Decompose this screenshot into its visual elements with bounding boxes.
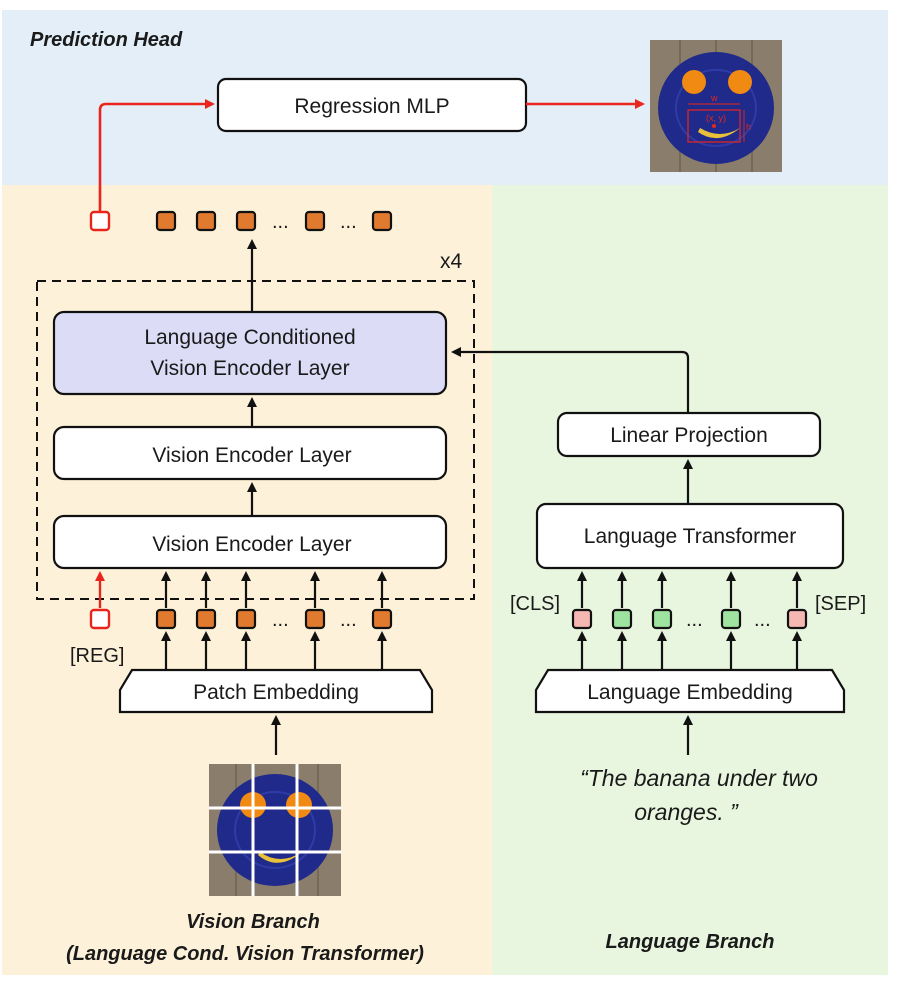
linear-projection-box bbox=[556, 411, 822, 458]
output-token bbox=[235, 210, 257, 232]
cls-token bbox=[571, 608, 593, 630]
query-text-line2: oranges. ” bbox=[634, 799, 739, 825]
language-branch-title: Language Branch bbox=[606, 931, 775, 953]
bbox-xy-label: (x, y) bbox=[706, 113, 726, 123]
prediction-head-title: Prediction Head bbox=[30, 29, 183, 51]
patch-token bbox=[155, 608, 177, 630]
patch-token bbox=[235, 608, 257, 630]
query-text-line1: “The banana under two bbox=[580, 765, 818, 791]
sep-token bbox=[786, 608, 808, 630]
language-transformer-label: Language Transformer bbox=[584, 525, 796, 548]
language-conditioned-layer-label-1: Language Conditioned bbox=[144, 326, 355, 349]
repeat-label: x4 bbox=[440, 250, 463, 273]
patch-token bbox=[304, 608, 326, 630]
patch-embedding-label: Patch Embedding bbox=[193, 681, 359, 704]
output-ellipsis: ... bbox=[340, 211, 357, 233]
word-token bbox=[611, 608, 633, 630]
patch-token bbox=[371, 608, 393, 630]
patch-ellipsis: ... bbox=[340, 609, 357, 631]
output-token bbox=[195, 210, 217, 232]
patch-token bbox=[195, 608, 217, 630]
word-token bbox=[720, 608, 742, 630]
output-image bbox=[650, 40, 782, 172]
word-token bbox=[651, 608, 673, 630]
sep-token-label: [SEP] bbox=[815, 593, 866, 615]
lang-ellipsis: ... bbox=[686, 609, 703, 631]
vision-branch-title-line2: (Language Cond. Vision Transformer) bbox=[66, 943, 424, 965]
repeat-block-outline bbox=[36, 280, 475, 600]
reg-input-token bbox=[89, 608, 111, 630]
patch-ellipsis: ... bbox=[272, 609, 289, 631]
vision-branch-title-line1: Vision Branch bbox=[186, 911, 320, 933]
language-embedding-label: Language Embedding bbox=[587, 681, 793, 704]
language-conditioned-layer-label-2: Vision Encoder Layer bbox=[150, 357, 349, 380]
input-image bbox=[209, 764, 341, 896]
regression-mlp-label: Regression MLP bbox=[294, 95, 449, 118]
language-conditioned-layer-box bbox=[52, 310, 448, 396]
output-token bbox=[155, 210, 177, 232]
language-branch-panel bbox=[492, 185, 888, 975]
language-transformer-box bbox=[535, 502, 845, 570]
cls-token-label: [CLS] bbox=[510, 593, 560, 615]
language-embedding-box bbox=[534, 668, 846, 714]
output-token bbox=[304, 210, 326, 232]
vision-encoder-layer-lower-label: Vision Encoder Layer bbox=[152, 533, 351, 556]
patch-embedding-box bbox=[118, 668, 434, 714]
vision-encoder-layer-upper-label: Vision Encoder Layer bbox=[152, 444, 351, 467]
bbox-h-label: h bbox=[746, 122, 751, 132]
reg-to-mlp-arrow bbox=[98, 99, 215, 212]
vision-encoder-layer-lower-box bbox=[52, 514, 448, 570]
reg-token-label: [REG] bbox=[70, 645, 124, 667]
lang-ellipsis: ... bbox=[754, 609, 771, 631]
bbox-w-label: w bbox=[710, 93, 718, 103]
output-ellipsis: ... bbox=[272, 211, 289, 233]
projection-to-lc-arrow bbox=[451, 347, 690, 413]
output-token bbox=[371, 210, 393, 232]
vision-encoder-layer-upper-box bbox=[52, 425, 448, 481]
linear-projection-label: Linear Projection bbox=[610, 424, 768, 447]
reg-output-token bbox=[89, 210, 111, 232]
